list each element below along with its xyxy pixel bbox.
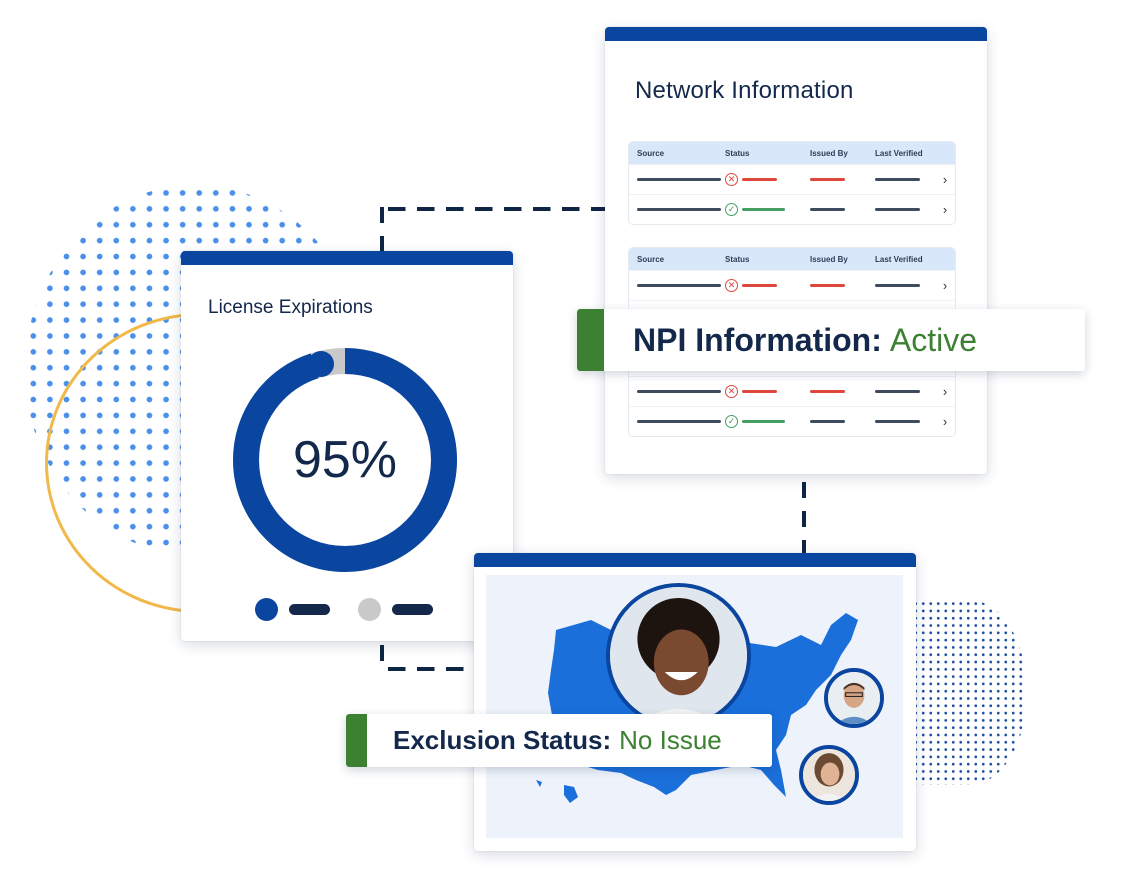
avatar-provider-large [606, 583, 751, 728]
col-issued-by: Issued By [810, 254, 848, 264]
table-row[interactable]: ✕ › [629, 270, 955, 300]
col-issued-by: Issued By [810, 148, 848, 158]
donut-chart [233, 348, 457, 572]
connector-right-vertical [802, 482, 806, 554]
exclusion-value: No Issue [619, 725, 722, 755]
network-title: Network Information [635, 77, 854, 104]
legend-label-bar [392, 604, 433, 615]
provider-map-card [474, 553, 916, 851]
col-status: Status [725, 148, 750, 158]
npi-value: Active [889, 321, 978, 358]
legend-dot-gray [358, 598, 381, 621]
status-accent-bar [577, 309, 604, 371]
legend-dot-blue [255, 598, 278, 621]
avatar-provider-small-2 [799, 745, 859, 805]
percent-value: 95% [292, 431, 398, 489]
col-source: Source [637, 148, 665, 158]
chevron-right-icon[interactable]: › [942, 384, 948, 399]
card-header-bar [605, 27, 987, 41]
avatar-provider-small-1 [824, 668, 884, 728]
col-status: Status [725, 254, 750, 264]
chevron-right-icon[interactable]: › [942, 202, 948, 217]
map-area [486, 575, 903, 838]
network-information-card: Network Information Source Status Issued… [605, 27, 987, 474]
connector-bottom [388, 667, 474, 671]
check-icon: ✓ [725, 203, 738, 216]
connector-bottom-vertical [380, 645, 384, 669]
connector-top [388, 207, 606, 211]
error-icon: ✕ [725, 279, 738, 292]
table-header: Source Status Issued By Last Verified [629, 142, 955, 164]
error-icon: ✕ [725, 385, 738, 398]
npi-label: NPI Information: [633, 321, 882, 358]
error-icon: ✕ [725, 173, 738, 186]
table-row[interactable]: ✕ › [629, 376, 955, 406]
col-source: Source [637, 254, 665, 264]
license-title: License Expirations [208, 297, 373, 318]
chevron-right-icon[interactable]: › [942, 278, 948, 293]
check-icon: ✓ [725, 415, 738, 428]
card-header-bar [474, 553, 916, 567]
legend-label-bar [289, 604, 330, 615]
table-row-hidden [629, 300, 955, 376]
connector-top-vertical [380, 207, 384, 251]
table-row[interactable]: ✕ › [629, 164, 955, 194]
chart-legend [255, 598, 433, 621]
table-header: Source Status Issued By Last Verified [629, 248, 955, 270]
table-row[interactable]: ✓ › [629, 194, 955, 224]
license-expirations-card: License Expirations 95% [181, 251, 513, 641]
chevron-right-icon[interactable]: › [942, 414, 948, 429]
status-accent-bar [346, 714, 367, 767]
chevron-right-icon[interactable]: › [942, 172, 948, 187]
exclusion-status-badge: Exclusion Status:No Issue [346, 714, 772, 767]
col-last-verified: Last Verified [875, 148, 923, 158]
dot-pattern-right [912, 600, 1027, 785]
exclusion-label: Exclusion Status: [393, 725, 612, 755]
npi-status-badge: NPI Information:Active [577, 309, 1085, 371]
table-row[interactable]: ✓ › [629, 406, 955, 436]
col-last-verified: Last Verified [875, 254, 923, 264]
network-table-1: Source Status Issued By Last Verified ✕ … [628, 141, 956, 225]
card-header-bar [181, 251, 513, 265]
